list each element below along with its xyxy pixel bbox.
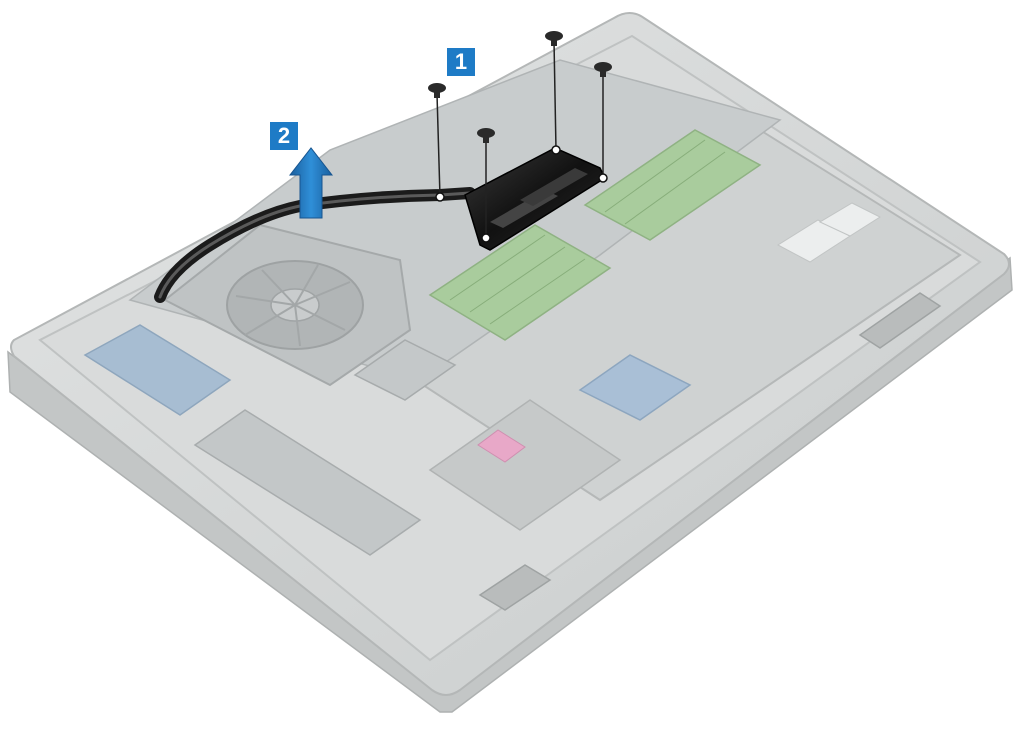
pink-sticker xyxy=(477,429,526,463)
screw-icon xyxy=(477,128,495,143)
speaker-grille xyxy=(858,292,942,349)
lift-arrow-icon xyxy=(288,147,334,219)
touchpad-area xyxy=(428,399,622,531)
port-bottom xyxy=(478,564,552,611)
io-board-left xyxy=(83,324,232,416)
fan-icon xyxy=(226,260,364,350)
label-sticker-2 xyxy=(818,202,882,237)
screw-icon xyxy=(594,62,612,77)
touchpad-connector xyxy=(578,354,692,421)
wlan-card xyxy=(353,339,457,401)
screw-icon xyxy=(545,31,563,46)
step-2-callout: 2 xyxy=(270,122,298,150)
step-1-callout: 1 xyxy=(447,48,475,76)
memory-module-1 xyxy=(428,224,612,341)
ssd-bay xyxy=(193,409,422,556)
memory-module-2 xyxy=(583,129,762,241)
screw-icon xyxy=(428,83,446,98)
